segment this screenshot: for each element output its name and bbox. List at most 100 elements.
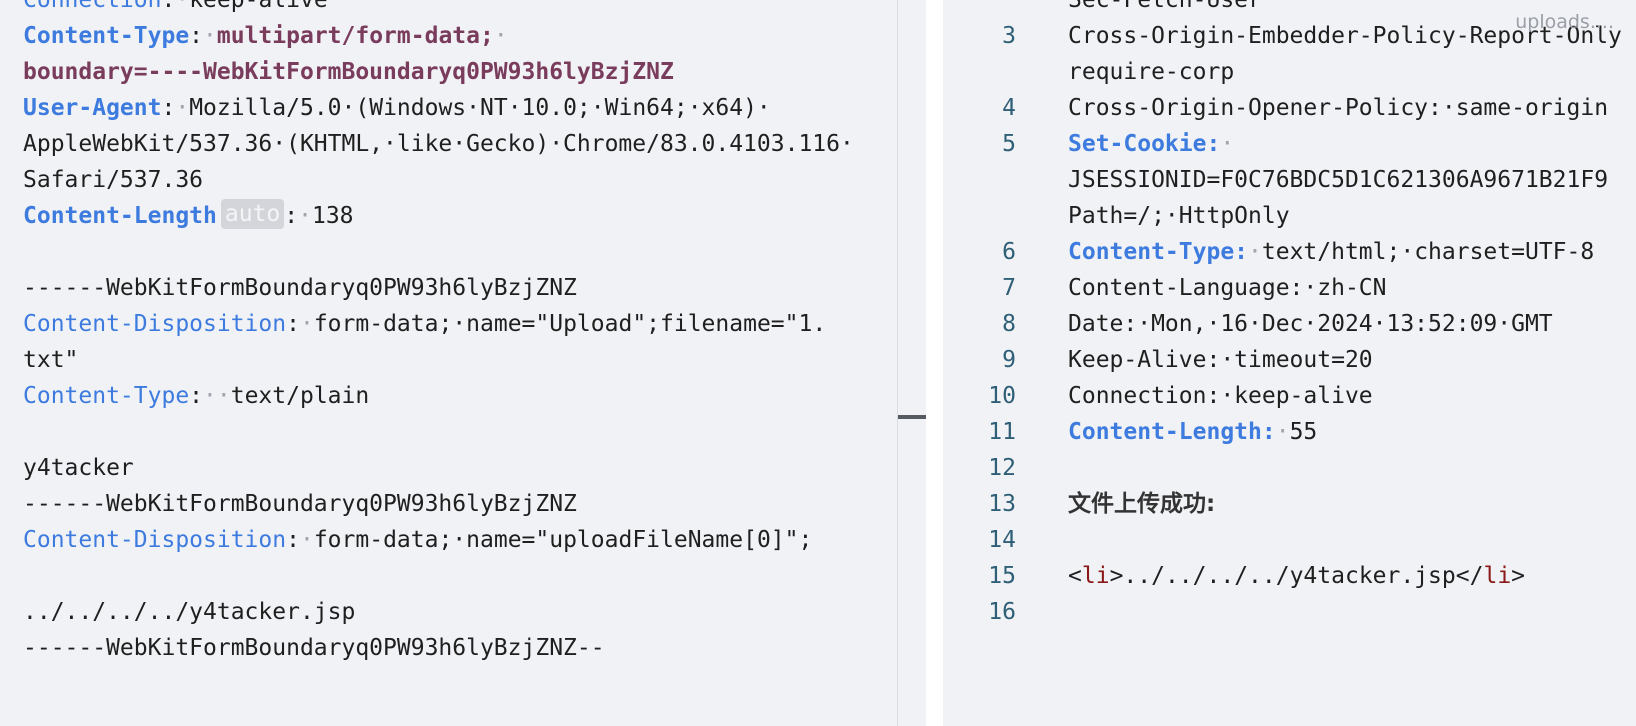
space-dot: · bbox=[298, 203, 312, 229]
space-dot: · bbox=[1248, 239, 1262, 265]
header-value: form-data;·name="Upload";filename="1. bbox=[313, 311, 827, 337]
header-text: Set-Cookie:· bbox=[1068, 126, 1234, 162]
request-line-cursor[interactable] bbox=[0, 414, 897, 450]
line-number: 8 bbox=[1002, 311, 1016, 337]
request-line-content-disposition-cont: txt" bbox=[23, 342, 854, 378]
body-text: ../../../../y4tacker.jsp bbox=[23, 599, 356, 625]
line-number: 3 bbox=[1002, 23, 1016, 49]
request-lines: Connection:·keep-alive Content-Type:·mul… bbox=[0, 0, 897, 666]
header-text: Cross-Origin-Opener-Policy:·same-origin bbox=[1068, 95, 1609, 121]
pane-divider[interactable] bbox=[926, 0, 943, 726]
space-dot: · bbox=[175, 95, 190, 121]
request-editor-pane[interactable]: Connection:·keep-alive Content-Type:·mul… bbox=[0, 0, 926, 726]
header-text: Date:·Mon,·16·Dec·2024·13:52:09·GMT bbox=[1068, 311, 1553, 337]
colon: : bbox=[161, 95, 176, 121]
tag-bracket: > bbox=[1511, 563, 1526, 589]
boundary-text: ------WebKitFormBoundaryq0PW93h6lyBzjZNZ bbox=[23, 275, 577, 301]
line-number: 9 bbox=[1002, 347, 1016, 373]
header-key: Content-Type bbox=[23, 23, 190, 49]
request-line-empty bbox=[23, 558, 854, 594]
header-text: Cross-Origin-Embedder-Policy-Report-Only bbox=[1068, 23, 1622, 49]
request-line-user-agent: User-Agent:·Mozilla/5.0·(Windows·NT·10.0… bbox=[23, 90, 854, 126]
header-text: Content-Type:·text/html;·charset=UTF-8 bbox=[1068, 234, 1594, 270]
colon: : bbox=[284, 203, 299, 229]
line-number: 6 bbox=[1002, 239, 1016, 265]
header-key: Content-Length: bbox=[1068, 419, 1276, 445]
line-number: 16 bbox=[988, 599, 1016, 625]
header-value: 55 bbox=[1289, 419, 1318, 445]
space-dot: · bbox=[1275, 419, 1290, 445]
request-line-boundary-end: ------WebKitFormBoundaryq0PW93h6lyBzjZNZ… bbox=[23, 630, 854, 666]
request-line-connection: Connection:·keep-alive bbox=[23, 0, 854, 18]
request-line-empty bbox=[23, 234, 854, 270]
header-text: Path=/;·HttpOnly bbox=[1068, 203, 1290, 229]
request-line-boundary-mid: ------WebKitFormBoundaryq0PW93h6lyBzjZNZ bbox=[23, 486, 854, 522]
request-line-path: ../../../../y4tacker.jsp bbox=[23, 594, 854, 630]
body-text: 文件上传成功: bbox=[1068, 491, 1216, 517]
tag-bracket: > bbox=[1109, 563, 1124, 589]
space-dot: · bbox=[1220, 131, 1235, 157]
request-line-user-agent-cont: Safari/537.36 bbox=[23, 162, 854, 198]
header-text: Connection:·keep-alive bbox=[1068, 383, 1373, 409]
header-key: Content-Disposition bbox=[23, 311, 287, 337]
request-line-content-disposition-2: Content-Disposition:·form-data;·name="up… bbox=[23, 522, 854, 558]
request-scrollbar[interactable] bbox=[897, 0, 926, 726]
boundary-text: ------WebKitFormBoundaryq0PW93h6lyBzjZNZ… bbox=[23, 635, 605, 661]
header-value: multipart/form-data; bbox=[216, 23, 494, 49]
header-text: Keep-Alive:·timeout=20 bbox=[1068, 347, 1373, 373]
line-number: 7 bbox=[1002, 275, 1016, 301]
line-number: 4 bbox=[1002, 95, 1016, 121]
colon: : bbox=[189, 383, 204, 409]
header-value: text/plain bbox=[230, 383, 370, 409]
scroll-cursor-marker bbox=[898, 415, 926, 419]
tag-bracket: < bbox=[1068, 563, 1082, 589]
line-number: 15 bbox=[988, 563, 1016, 589]
colon: : bbox=[286, 311, 300, 337]
header-value: Mozilla/5.0·(Windows·NT·10.0;·Win64;·x64… bbox=[189, 95, 771, 121]
line-number: 12 bbox=[988, 455, 1016, 481]
header-key: Content-Disposition bbox=[23, 527, 287, 553]
header-value: 138 bbox=[311, 203, 354, 229]
html-li-line: <li>../../../../y4tacker.jsp</li> bbox=[1068, 558, 1525, 594]
header-value: Safari/537.36 bbox=[23, 167, 204, 193]
header-key: Content-Length bbox=[23, 203, 217, 229]
space-dot: · bbox=[299, 311, 314, 337]
auto-badge[interactable]: auto bbox=[220, 199, 285, 229]
colon: : bbox=[189, 23, 204, 49]
space-dot: · bbox=[299, 527, 314, 553]
space-dot: · bbox=[493, 23, 508, 49]
header-text: require-corp bbox=[1068, 59, 1235, 85]
line-number: 13 bbox=[988, 491, 1016, 517]
header-key: Content-Type bbox=[23, 383, 190, 409]
uploads-overlay-label: uploads.... bbox=[1515, 11, 1614, 33]
space-dot: · bbox=[203, 23, 217, 49]
tag-name: li bbox=[1483, 563, 1512, 589]
line-number: 5 bbox=[1002, 131, 1016, 157]
line-number: 14 bbox=[988, 527, 1016, 553]
request-line-body: y4tacker bbox=[23, 450, 854, 486]
header-text: Content-Length:·55 bbox=[1068, 414, 1317, 450]
header-value: text/html;·charset=UTF-8 bbox=[1261, 239, 1595, 265]
header-value: txt" bbox=[23, 347, 79, 373]
header-value: boundary=----WebKitFormBoundaryq0PW93h6l… bbox=[23, 59, 674, 85]
tag-bracket: </ bbox=[1455, 563, 1484, 589]
tag-name: li bbox=[1081, 563, 1110, 589]
line-number: 10 bbox=[988, 383, 1016, 409]
line-number: 11 bbox=[988, 419, 1016, 445]
space-dot: ·· bbox=[203, 383, 231, 409]
header-key: Content-Type: bbox=[1068, 239, 1249, 265]
header-key: User-Agent bbox=[23, 95, 162, 121]
header-key: Set-Cookie: bbox=[1068, 131, 1221, 157]
colon: : bbox=[286, 527, 300, 553]
header-value: form-data;·name="uploadFileName[0]"; bbox=[313, 527, 813, 553]
header-text: JSESSIONID=F0C76BDC5D1C621306A9671B21F9 bbox=[1068, 167, 1609, 193]
request-line-boundary-start: ------WebKitFormBoundaryq0PW93h6lyBzjZNZ bbox=[23, 270, 854, 306]
request-line-boundary: boundary=----WebKitFormBoundaryq0PW93h6l… bbox=[23, 54, 854, 90]
body-text: y4tacker bbox=[23, 455, 134, 481]
li-text: ../../../../y4tacker.jsp bbox=[1123, 563, 1456, 589]
header-value: keep-alive bbox=[189, 0, 328, 13]
space-dot: · bbox=[175, 0, 190, 13]
request-line-user-agent-cont: AppleWebKit/537.36·(KHTML,·like·Gecko)·C… bbox=[23, 126, 854, 162]
